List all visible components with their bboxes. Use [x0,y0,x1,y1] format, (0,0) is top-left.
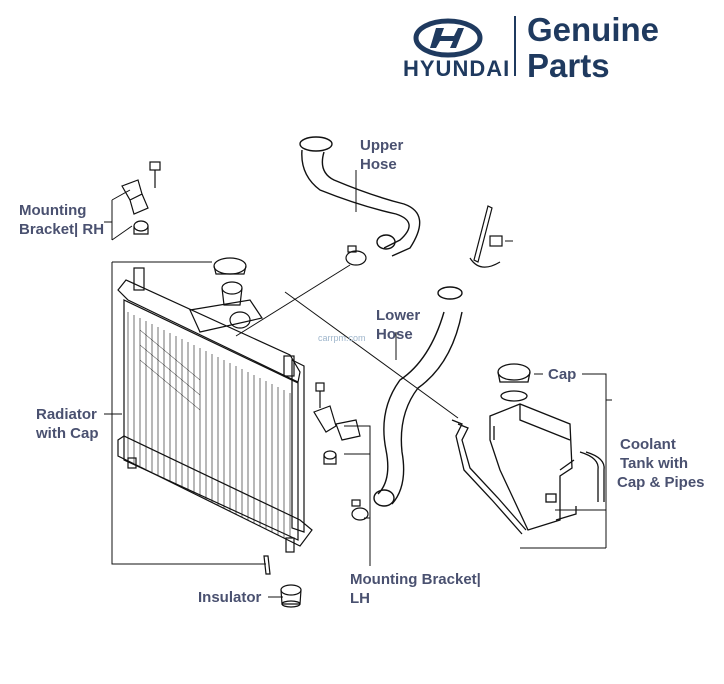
label-coolant-tank: Coolant Tank with Cap & Pipes [617,435,705,492]
label-upper-hose: Upper Hose [360,136,403,174]
coolant-overflow-pipe [451,419,527,535]
hose-clamp-upper [345,245,367,266]
brand-title-line2: Parts [527,47,610,84]
label-upper-hose-line2: Hose [360,156,397,173]
label-radiator-line2: with Cap [36,425,99,442]
label-mounting-bracket-rh-line2: Bracket| RH [19,221,105,238]
label-mounting-bracket-rh-line1: Mounting [19,202,87,219]
label-lower-hose-line2: Hose [376,326,413,343]
label-radiator-line1: Radiator [36,406,97,423]
hose-clamp-lower [351,499,369,521]
label-insulator: Insulator [198,589,262,606]
label-upper-hose-line1: Upper [360,137,404,154]
label-mounting-bracket-lh-line2: LH [350,590,370,607]
brand-title-line1: Genuine [527,11,660,48]
mounting-bracket-rh [121,161,161,235]
upper-hose [299,136,421,257]
label-coolant-tank-line2: Tank with [620,455,689,472]
label-coolant-tank-line3: Cap & Pipes [617,474,705,491]
label-coolant-tank-line1: Coolant [620,436,676,453]
watermark-text: carrpm.com [318,333,366,343]
radiator-core [117,267,313,553]
brand-title: Genuine Parts [527,12,659,84]
label-lower-hose-line1: Lower [376,307,421,324]
lower-hose [373,286,463,507]
hose-clip-band [469,205,503,268]
brand-name: HYUNDAI [403,56,511,81]
coolant-tank [489,363,605,531]
insulator-part [263,555,302,608]
label-radiator: Radiator with Cap [36,405,99,443]
mounting-bracket-lh [313,382,361,465]
label-cap: Cap [548,366,577,383]
label-mounting-bracket-lh-line1: Mounting Bracket| [350,571,481,588]
label-lower-hose: Lower Hose [376,306,420,344]
leader-lines [104,170,612,598]
hyundai-logo-icon [413,18,483,58]
label-mounting-bracket-lh: Mounting Bracket| LH [350,570,481,608]
label-mounting-bracket-rh: Mounting Bracket| RH [19,201,104,239]
radiator-cap [213,257,247,275]
